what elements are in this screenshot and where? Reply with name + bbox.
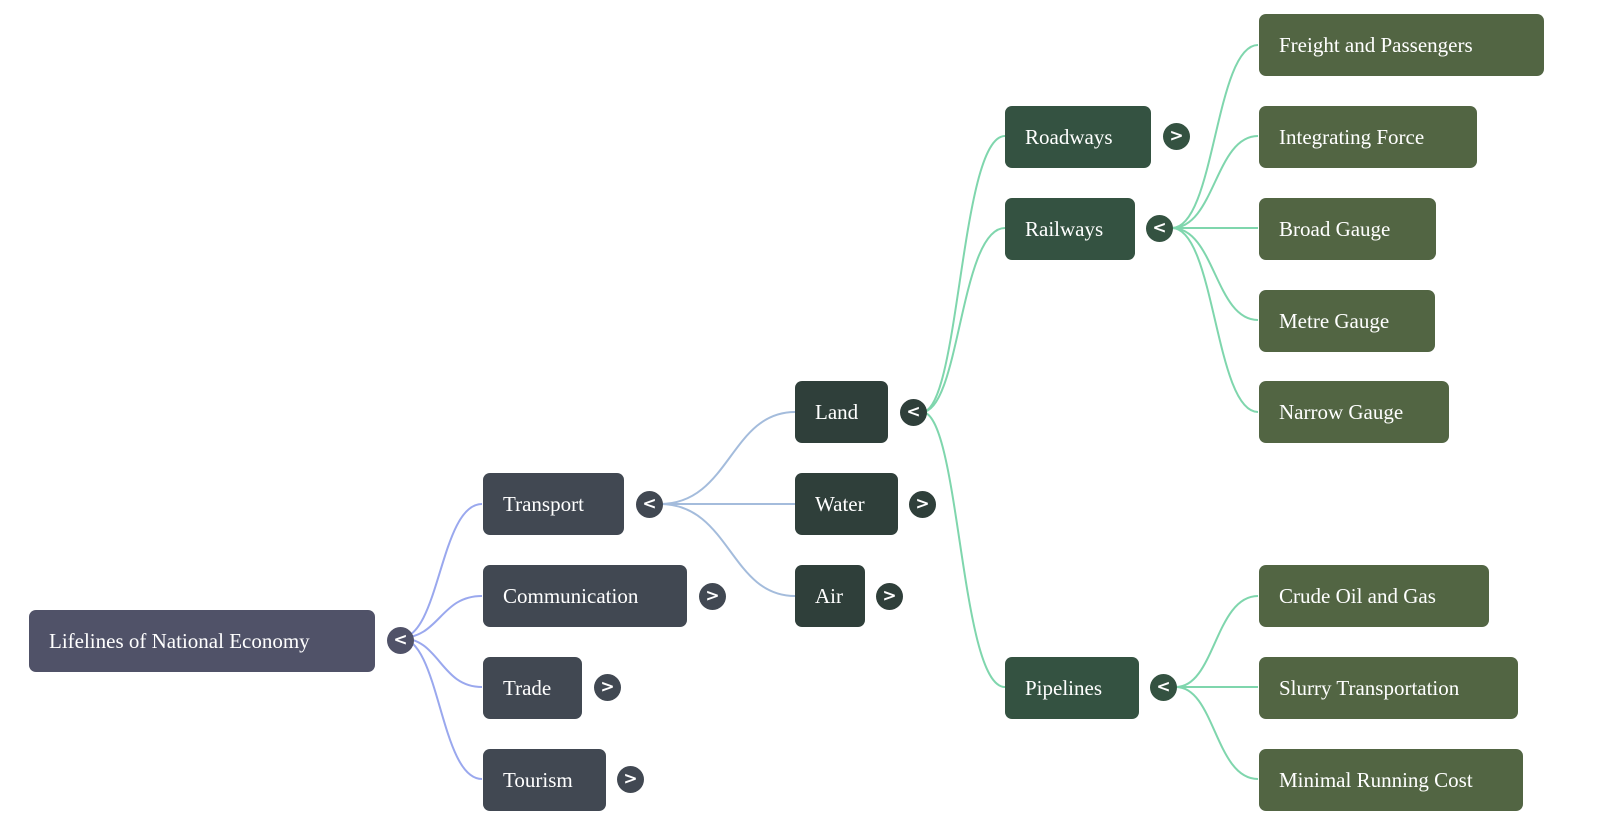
edge-railways-freight — [1171, 44, 1259, 229]
edge-land-pipelines — [921, 411, 1006, 688]
node-air[interactable]: Air — [795, 565, 865, 627]
edge-railways-metre — [1171, 227, 1259, 321]
collapse-icon[interactable]: < — [900, 399, 927, 426]
node-pipelines[interactable]: Pipelines — [1005, 657, 1139, 719]
expand-icon[interactable]: > — [876, 583, 903, 610]
node-integrating-force[interactable]: Integrating Force — [1259, 106, 1477, 168]
node-communication[interactable]: Communication — [483, 565, 687, 627]
node-minimal-running-cost[interactable]: Minimal Running Cost — [1259, 749, 1523, 811]
node-narrow-gauge[interactable]: Narrow Gauge — [1259, 381, 1449, 443]
node-crude-oil-and-gas[interactable]: Crude Oil and Gas — [1259, 565, 1489, 627]
edge-transport-air — [659, 503, 796, 597]
node-transport[interactable]: Transport — [483, 473, 624, 535]
edge-land-railways — [921, 227, 1006, 413]
edge-root-transport — [399, 503, 483, 639]
node-broad-gauge[interactable]: Broad Gauge — [1259, 198, 1436, 260]
edge-land-roadways — [921, 135, 1006, 413]
expand-icon[interactable]: > — [909, 491, 936, 518]
node-freight-and-passengers[interactable]: Freight and Passengers — [1259, 14, 1544, 76]
node-metre-gauge[interactable]: Metre Gauge — [1259, 290, 1435, 352]
root-node[interactable]: Lifelines of National Economy — [29, 610, 375, 672]
node-slurry-transportation[interactable]: Slurry Transportation — [1259, 657, 1518, 719]
node-land[interactable]: Land — [795, 381, 888, 443]
edge-pipelines-minimal — [1175, 686, 1259, 780]
node-water[interactable]: Water — [795, 473, 898, 535]
collapse-icon[interactable]: < — [1150, 674, 1177, 701]
edge-railways-narrow — [1171, 227, 1259, 413]
edge-root-communication — [399, 595, 483, 639]
edge-transport-land — [659, 411, 796, 505]
edge-pipelines-crude — [1175, 595, 1259, 688]
collapse-icon[interactable]: < — [387, 627, 414, 654]
node-roadways[interactable]: Roadways — [1005, 106, 1151, 168]
edge-railways-integrating — [1171, 135, 1259, 229]
node-tourism[interactable]: Tourism — [483, 749, 606, 811]
edge-root-tourism — [399, 637, 483, 780]
expand-icon[interactable]: > — [699, 583, 726, 610]
collapse-icon[interactable]: < — [636, 491, 663, 518]
expand-icon[interactable]: > — [617, 766, 644, 793]
expand-icon[interactable]: > — [594, 674, 621, 701]
node-trade[interactable]: Trade — [483, 657, 582, 719]
expand-icon[interactable]: > — [1163, 123, 1190, 150]
node-railways[interactable]: Railways — [1005, 198, 1135, 260]
collapse-icon[interactable]: < — [1146, 215, 1173, 242]
